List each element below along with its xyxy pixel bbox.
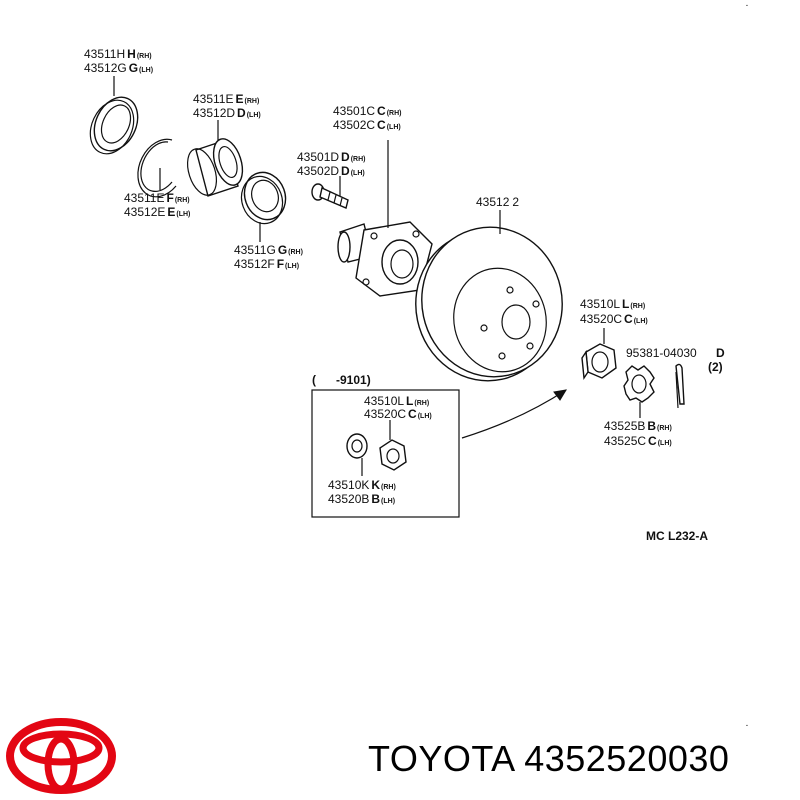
label-cotter-qty: (2)	[708, 360, 723, 374]
toyota-logo	[6, 718, 116, 794]
axle-hub-drawing	[337, 221, 433, 297]
ref-code: MC L232-A	[646, 529, 708, 543]
corner-mark: .	[746, 721, 748, 728]
snap-ring-drawing	[137, 138, 177, 198]
lock-nut-drawing	[581, 343, 617, 381]
cotter-pin-drawing	[675, 363, 685, 409]
inset-nut-drawing	[379, 439, 407, 471]
oil-seal-drawing	[89, 96, 139, 155]
label-cotter-code: D	[716, 346, 725, 360]
label-inset-range: ( -9101)	[312, 373, 371, 387]
brake-disc-drawing	[415, 226, 563, 382]
reference-arrow	[461, 389, 567, 439]
corner-mark: .	[746, 1, 748, 8]
bearing-inner-drawing	[240, 171, 287, 225]
bearing-outer-drawing	[186, 138, 244, 197]
hub-bolt-drawing	[311, 183, 349, 209]
inset-box	[311, 389, 460, 518]
lock-cap-drawing	[623, 365, 655, 403]
arrow-head	[553, 389, 567, 401]
footer-brand-part-number: TOYOTA 4352520030	[368, 738, 730, 779]
label-cotter-pin: 95381-04030	[626, 346, 697, 360]
inset-washer-drawing	[346, 433, 368, 459]
